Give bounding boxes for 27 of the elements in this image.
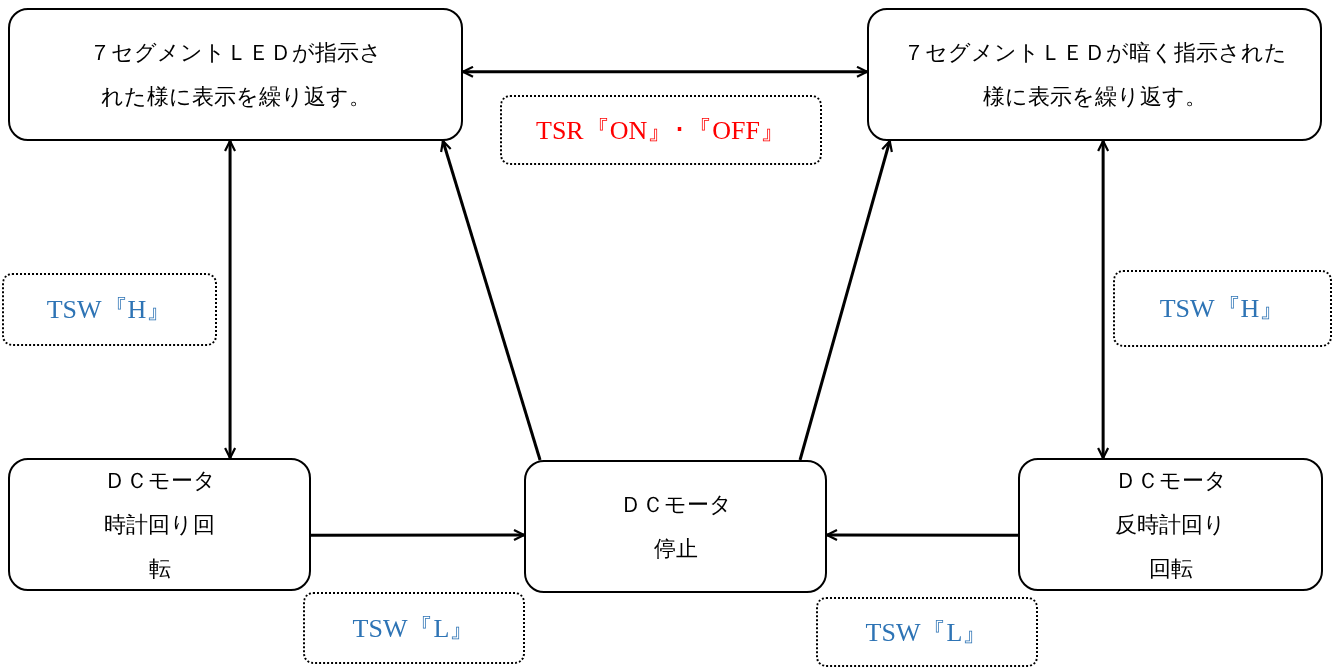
arrow: [825, 528, 1018, 542]
condition-label: TSW『L』: [865, 616, 989, 649]
condition-label: TSW『H』: [1159, 293, 1286, 325]
state-box: [1018, 458, 1323, 591]
arrow: [1097, 139, 1110, 460]
condition-box: [816, 597, 1038, 667]
state-text: ７セグメントＬＥＤが指示された様に表示を繰り返す。: [88, 38, 383, 111]
state-box: [524, 460, 827, 593]
state-box: [8, 458, 311, 591]
condition-box: [1113, 270, 1332, 347]
state-text: ＤＣモータ反時計回り回転: [1113, 466, 1228, 583]
state-text: ７セグメントＬＥＤが暗く指示された様に表示を繰り返す。: [901, 38, 1288, 111]
condition-label: TSW『L』: [352, 612, 476, 645]
state-text: ＤＣモータ時計回り回転: [102, 466, 217, 583]
condition-box: [2, 273, 217, 346]
condition-box: [303, 592, 525, 664]
state-box: [867, 8, 1322, 141]
arrow: [223, 139, 237, 460]
arrow: [461, 65, 869, 78]
state-text: ＤＣモータ停止: [618, 490, 733, 563]
condition-box: [500, 95, 822, 165]
arrow: [798, 139, 893, 461]
arrow: [440, 139, 542, 461]
arrow: [311, 528, 526, 542]
state-box: [8, 8, 463, 141]
condition-label: TSR『ON』･『OFF』: [536, 114, 786, 147]
condition-label: TSW『H』: [46, 294, 173, 326]
